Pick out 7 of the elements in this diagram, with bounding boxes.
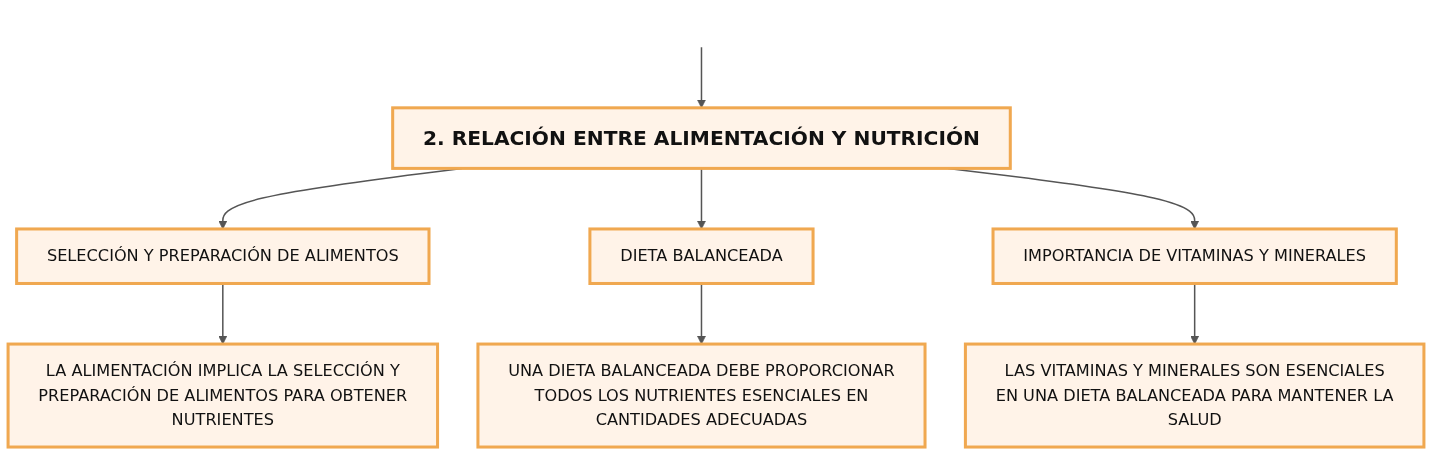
node-box: LA ALIMENTACIÓN IMPLICA LA SELECCIÓN Y PREPARACIÓN DE ALIMENTOS PARA OBTENER NUTRIENTES [6,342,440,449]
node-box: SELECCIÓN Y PREPARACIÓN DE ALIMENTOS [15,227,431,285]
node-box: IMPORTANCIA DE VITAMINAS Y MINERALES [991,227,1398,285]
node-box: 2. RELACIÓN ENTRE ALIMENTACIÓN Y NUTRICIÓN [391,106,1012,170]
node-box: DIETA BALANCEADA [588,227,815,285]
node-box: LAS VITAMINAS Y MINERALES SON ESENCIALES EN UNA DIETA BALANCEADA PARA MANTENER LA SALUD [963,342,1426,449]
node-box: UNA DIETA BALANCEADA DEBE PROPORCIONAR TODOS LOS NUTRIENTES ESENCIALES EN CANTIDADES ADECUADAS [476,342,927,449]
